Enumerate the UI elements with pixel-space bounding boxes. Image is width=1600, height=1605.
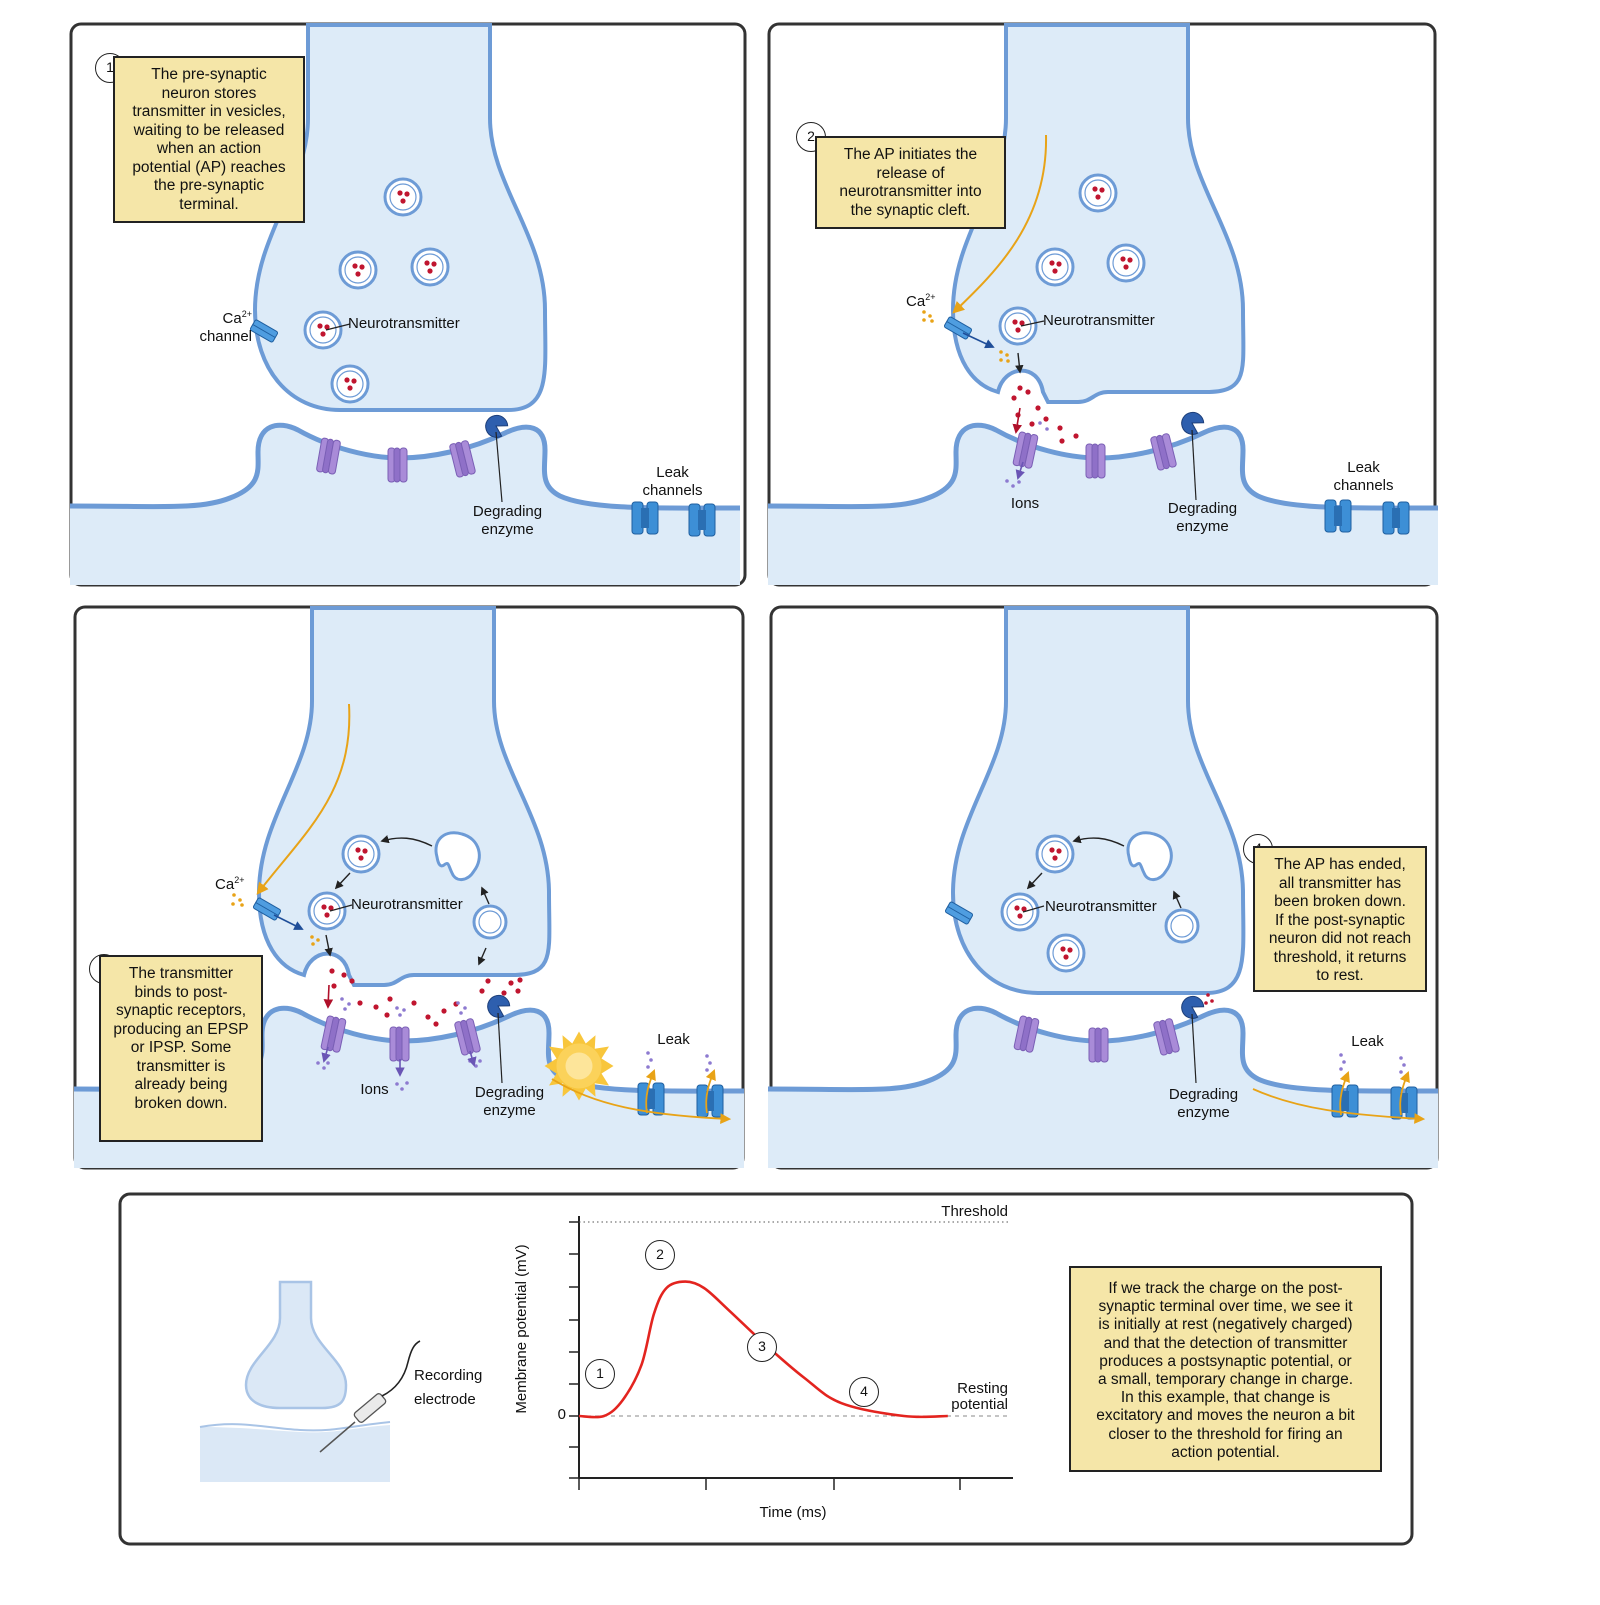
membrane-potential-series [578,1280,948,1419]
neurotransmitter-label: Neurotransmitter [351,896,463,913]
ap-arrow [256,703,351,895]
vesicle [338,250,378,290]
degrading-enzyme-label: Degrading enzyme [1167,500,1238,535]
threshold-label: Threshold [941,1203,1008,1220]
panel-4 [768,605,1438,1170]
recording-electrode-icon [319,1340,421,1453]
leak-label: Leak [1351,1033,1384,1050]
receptor-icon [387,447,408,483]
y-tick-label-0: 0 [557,1406,566,1423]
chart-marker-1: 1 [585,1359,615,1389]
leak-channels-label: Leak channels [1333,459,1394,494]
vesicle [341,834,381,874]
vesicle [998,306,1038,346]
vesicle [1046,933,1086,973]
ca-sup: 2+ [234,875,245,885]
ap-arrow [952,134,1048,314]
panel3-caption: The transmitter binds to post- synaptic … [99,955,263,1142]
neurotransmitter-label: Neurotransmitter [348,315,460,332]
panel-2 [768,22,1438,587]
recycling-vesicle [1126,831,1173,881]
ca-sup: 2+ [925,292,936,302]
chart-marker-4: 4 [849,1377,879,1407]
ca-label: Ca2+ [215,871,244,894]
degrading-enzyme-label: Degrading enzyme [474,1084,545,1119]
vesicle [1106,243,1146,283]
recycling-vesicle [434,831,481,881]
panel4-caption: The AP has ended, all transmitter has be… [1253,846,1427,992]
receptor-icon [1088,1027,1109,1063]
chart-marker-2: 2 [645,1240,675,1270]
chart-marker-3: 3 [747,1332,777,1362]
bottom-caption: If we track the charge on the post- syna… [1069,1266,1382,1472]
x-axis-label: Time (ms) [759,1504,827,1521]
ca-label: Ca2+ [906,288,935,311]
degrading-enzyme-label: Degrading enzyme [1168,1086,1239,1121]
neurotransmitter-label: Neurotransmitter [1045,898,1157,915]
membrane-potential-chart [569,1216,1013,1490]
vesicle [307,891,347,931]
recording-electrode-label: Recording electrode [414,1367,483,1408]
vesicle [1035,834,1075,874]
vesicle [383,177,423,217]
receptor-icon [389,1026,410,1062]
ions-label: Ions [1010,495,1040,512]
panel2-caption: The AP initiates the release of neurotra… [815,136,1006,229]
vesicle [330,364,370,404]
leak-channels-label: Leak channels [642,464,703,499]
leak-label: Leak [657,1031,690,1048]
panel1-caption: The pre-synaptic neuron stores transmitt… [113,56,305,223]
ca-label-text: Ca [906,293,926,310]
ca-channel-text: channel [199,328,252,345]
released-neurotransmitter [329,968,523,1027]
empty-vesicle [472,904,508,940]
ca-label: Ca [222,310,242,327]
vesicle [1000,892,1040,932]
ca-sup: 2+ [241,309,252,319]
ions-label: Ions [360,1081,389,1098]
receptor-icon [1085,443,1106,479]
neurotransmitter-label: Neurotransmitter [1043,312,1155,329]
y-axis-label: Membrane potential (mV) [513,1244,530,1414]
vesicle [410,247,450,287]
ca-channel-label: Ca2+ channel [182,305,252,346]
empty-vesicle [1164,908,1200,944]
recording-neuron [200,1425,390,1482]
vesicle [1078,173,1118,213]
ca-label-text: Ca [215,876,235,893]
degrading-enzyme-label: Degrading enzyme [472,503,543,538]
vesicle [303,310,343,350]
vesicle [1035,247,1075,287]
resting-potential-label: Resting potential [951,1380,1008,1413]
